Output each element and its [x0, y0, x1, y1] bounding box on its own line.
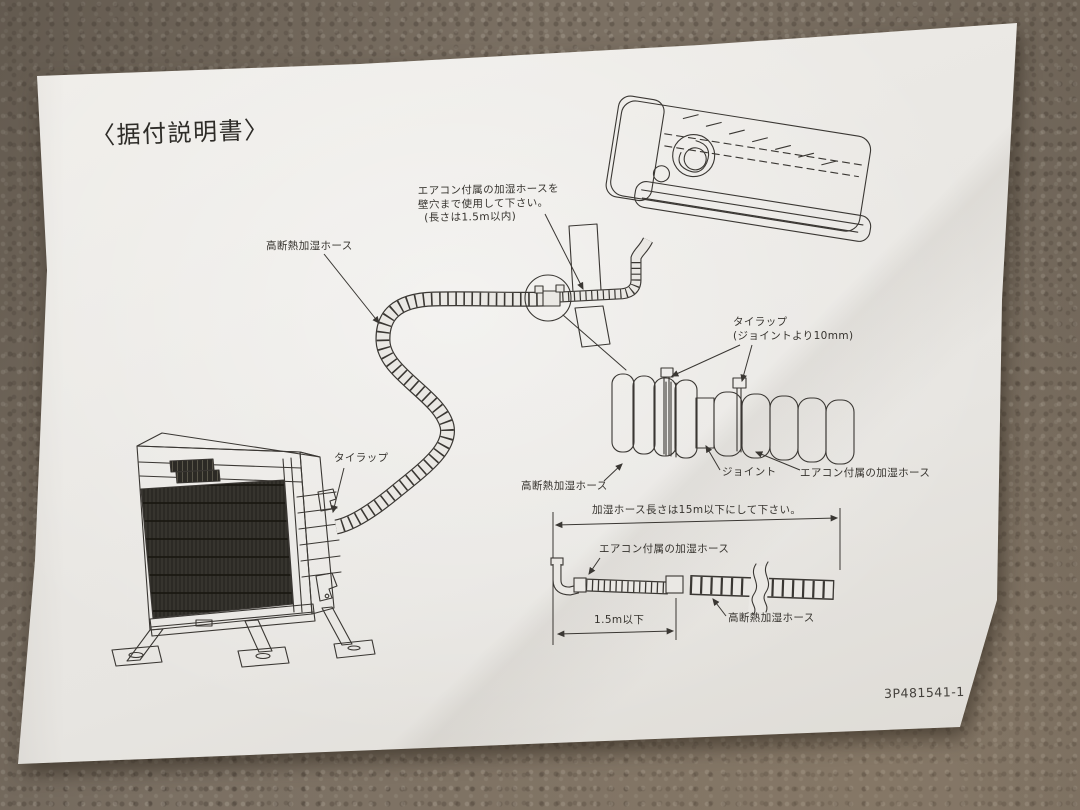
wall-joint-detail-callout [524, 274, 627, 371]
insulated-hose-label-top: 高断熱加湿ホース [266, 240, 353, 252]
max-length-label: 1.5m以下 [594, 614, 645, 626]
ac-hose-label-bottom: エアコン付属の加湿ホース [599, 543, 730, 555]
bottom-length-diagram [550, 508, 841, 645]
insulated-hose-label-detail: 高断熱加湿ホース [521, 480, 608, 492]
insulated-hose-drawing [334, 291, 547, 535]
part-number: 3P481541-1 [883, 683, 965, 702]
ac-supplied-hose-drawing [559, 237, 653, 303]
page-title: 〈据付説明書〉 [90, 115, 271, 151]
ac-hose-label-detail: エアコン付属の加湿ホース [800, 467, 931, 479]
tie-wrap-joint-line1: タイラップ [733, 316, 788, 328]
wall-note-line3: (長さは1.5m以内) [424, 210, 517, 225]
tie-wrap-label-outdoor: タイラップ [334, 452, 389, 464]
wall-note-label: エアコン付属の加湿ホースを 壁穴まで使用して下さい。 (長さは1.5m以内) [418, 183, 560, 226]
insulated-hose-label-bottom: 高断熱加湿ホース [728, 612, 815, 624]
joint-detail-drawing [611, 367, 855, 465]
leader-lines [323, 213, 801, 617]
outdoor-unit-drawing [111, 432, 376, 668]
tie-wrap-joint-label: タイラップ (ジョイントより10mm) [733, 316, 854, 343]
tie-wrap-joint-line2: (ジョイントより10mm) [733, 329, 854, 342]
indoor-unit-drawing [605, 95, 872, 242]
total-length-note: 加湿ホース長さは15m以下にして下さい。 [592, 504, 802, 516]
joint-label: ジョイント [722, 466, 777, 478]
wall-section-drawing [568, 223, 611, 348]
